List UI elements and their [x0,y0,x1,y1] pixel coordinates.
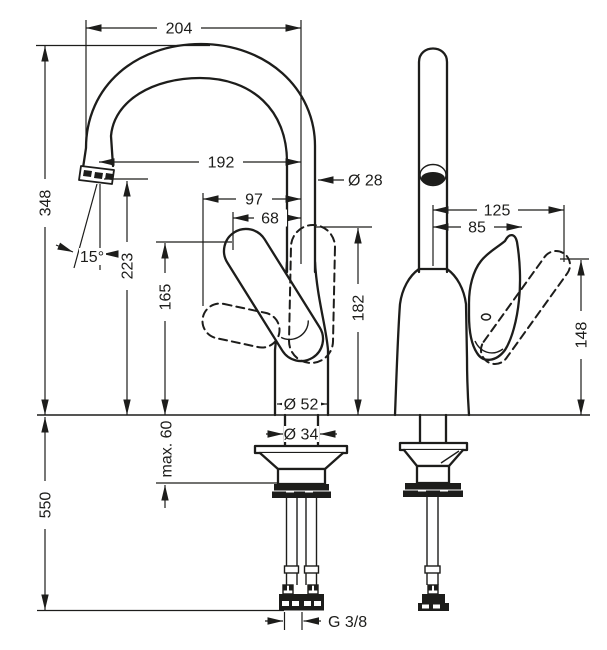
dim-label-550: 550 [38,492,55,519]
mounting-front [253,413,349,611]
dim-label-192: 192 [208,155,235,172]
dim-182: 182 [314,226,372,415]
dim-label-165: 165 [158,284,175,311]
dim-85: 85 [433,218,522,237]
dim-label-15deg: 15° [80,249,104,266]
dim-68: 68 [232,209,301,250]
front-view [78,42,349,611]
handle-raised-dashed [288,224,336,364]
dim-label-125: 125 [484,203,511,220]
dim-223: 223 [104,178,148,415]
dim-192: 192 [99,153,301,172]
dim-97: 97 [202,190,301,306]
dim-550: 550 [37,417,55,610]
dim-label-max60: max. 60 [159,420,176,477]
dim-label-348: 348 [38,190,55,217]
dim-348: 348 [36,44,210,415]
handle-pivot-dot [480,313,492,321]
dim-label-85: 85 [468,220,486,237]
handle-lowered-dashed [201,302,281,349]
dim-max-60: max. 60 [156,417,278,508]
dim-125: 125 [432,201,565,266]
hose-connector-side [418,584,449,611]
dim-label-d52: Ø 52 [284,397,319,414]
dim-label-d34: Ø 34 [284,427,319,444]
handle-side-dashed [479,250,572,365]
dim-label-182: 182 [351,295,368,322]
dim-label-223: 223 [120,253,137,280]
spout-outer-edge [81,42,317,274]
dim-204: 204 [85,19,302,264]
dim-15deg: 15° [55,183,119,270]
mounting-side [398,413,469,611]
dim-label-g38: G 3/8 [328,614,367,631]
dim-base-diameter: Ø 52 [277,395,327,414]
outlet-side [419,163,447,187]
handle-side [467,233,522,361]
faucet-body-side [393,267,471,417]
dim-label-68: 68 [261,211,279,228]
handle-front-cap-line [280,320,309,341]
dim-label-204: 204 [166,21,193,38]
side-view [393,47,572,611]
aerator [78,165,115,185]
hose-connectors-front [279,584,324,611]
supply-hoses [283,498,320,585]
dim-label-97: 97 [245,192,263,209]
dim-g38-thread: G 3/8 [265,612,367,631]
dim-spout-diameter: Ø 28 [318,173,383,190]
handle-front [222,227,325,363]
spout-column-side [417,47,449,274]
spout-inner-edge [109,76,289,274]
dim-label-d28: Ø 28 [348,173,383,190]
dim-label-148: 148 [574,322,591,349]
dim-148: 148 [560,258,591,415]
dim-165: 165 [156,241,232,415]
dim-tail-diameter: Ø 34 [266,426,337,444]
